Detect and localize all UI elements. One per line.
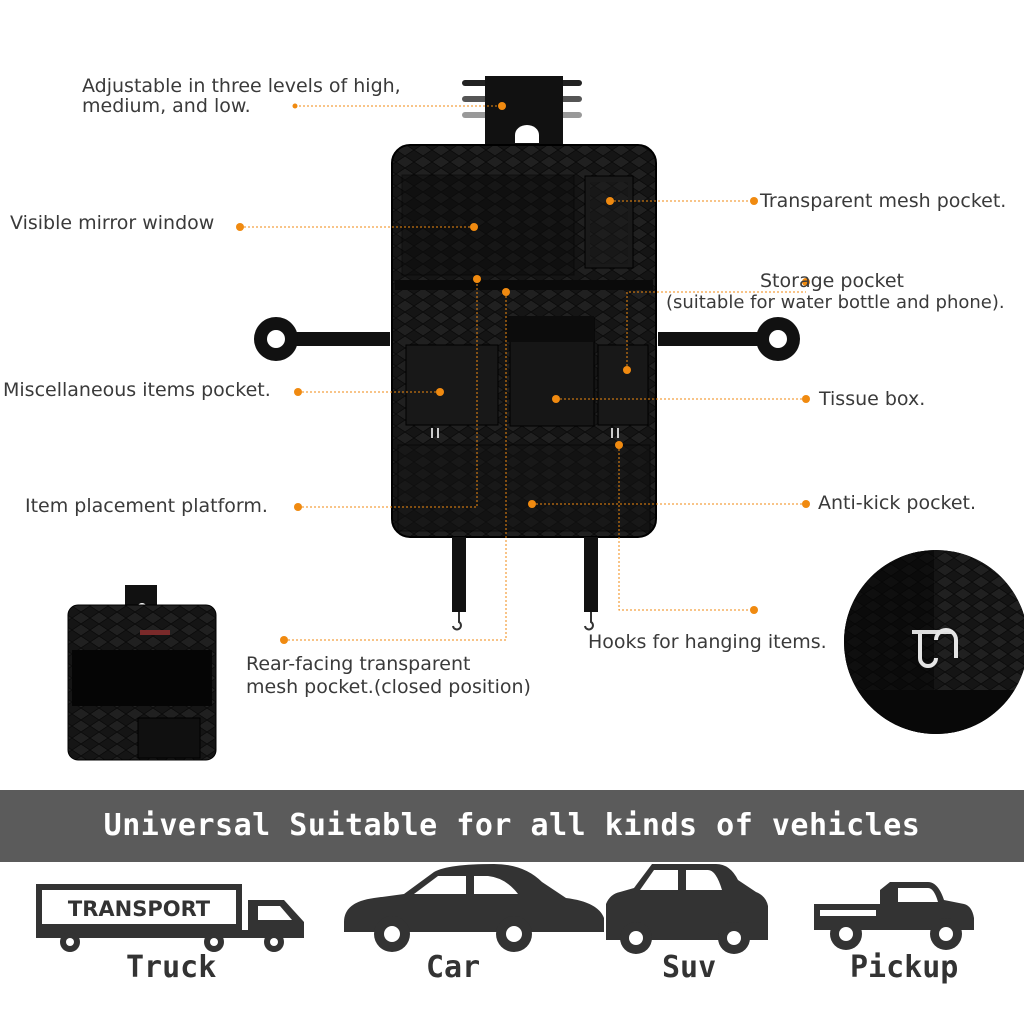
label-anti-kick: Anti-kick pocket. xyxy=(818,492,977,514)
bottom-straps xyxy=(452,537,598,631)
vehicle-name-truck: Truck xyxy=(126,950,217,985)
side-straps xyxy=(254,317,800,361)
label-rear-mesh-2: mesh pocket.(closed position) xyxy=(246,676,531,698)
label-misc-pocket: Miscellaneous items pocket. xyxy=(3,379,271,401)
banner-text: Universal Suitable for all kinds of vehi… xyxy=(103,808,921,843)
label-rear-mesh-1: Rear-facing transparent xyxy=(246,653,471,675)
vehicle-strip xyxy=(0,862,1024,1024)
label-adjustable-1: Adjustable in three levels of high, xyxy=(82,75,401,97)
label-storage-2: (suitable for water bottle and phone). xyxy=(666,292,1005,313)
label-adjustable-2: medium, and low. xyxy=(82,95,251,117)
leader-dots xyxy=(236,102,810,644)
compatibility-banner: Universal Suitable for all kinds of vehi… xyxy=(0,790,1024,862)
product-illustration xyxy=(67,76,1024,761)
label-mesh-pocket: Transparent mesh pocket. xyxy=(760,190,1007,212)
vehicle-name-suv: Suv xyxy=(662,950,717,985)
label-tissue-box: Tissue box. xyxy=(819,388,926,410)
headrest-bars xyxy=(462,76,582,146)
hook-closeup xyxy=(844,550,1024,734)
label-hooks: Hooks for hanging items. xyxy=(588,631,827,653)
back-view-thumbnail xyxy=(67,585,217,761)
organizer-body xyxy=(391,144,657,538)
vehicle-name-pickup: Pickup xyxy=(850,950,959,985)
vehicle-name-car: Car xyxy=(426,950,481,985)
label-storage-1: Storage pocket xyxy=(760,270,904,292)
label-platform: Item placement platform. xyxy=(25,495,268,517)
leader-lines xyxy=(240,105,806,641)
label-mirror-window: Visible mirror window xyxy=(10,212,215,234)
